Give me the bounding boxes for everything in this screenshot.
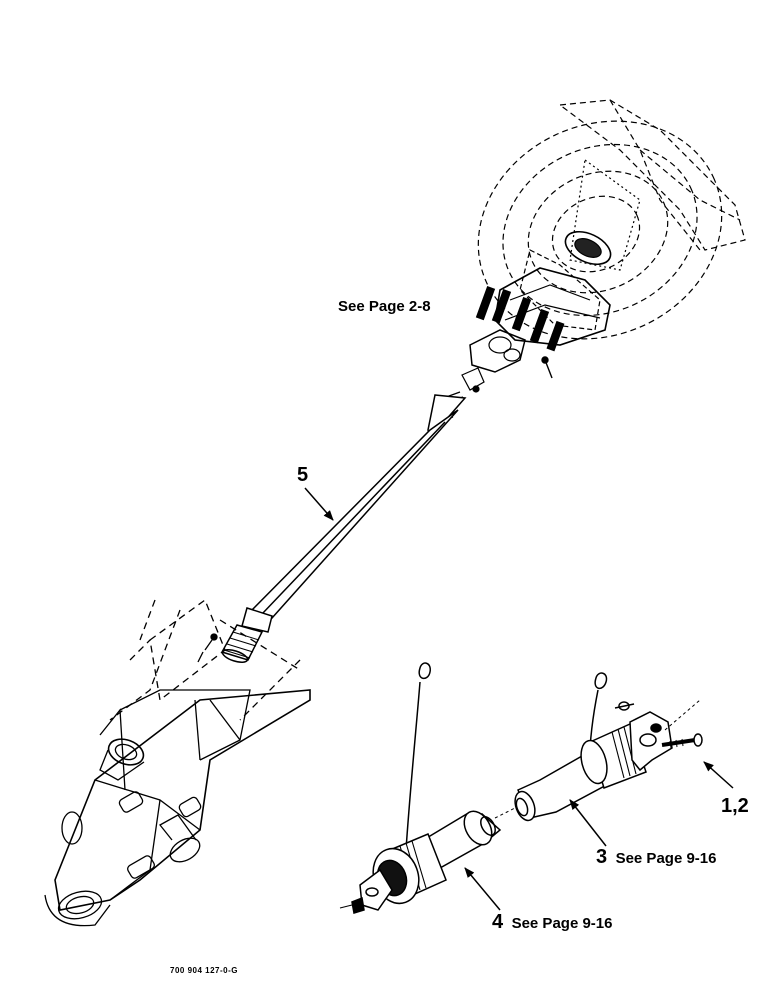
tongue-frame	[44, 598, 311, 927]
callout-item-1-2: 1,2	[721, 795, 749, 817]
pto-half-item-3	[514, 672, 703, 822]
arrow-item-5	[304, 487, 334, 521]
callout-item-4: 4	[492, 911, 504, 933]
arrow-item-4	[464, 867, 501, 911]
figure-code: 700 904 127-0-G	[170, 966, 238, 975]
callout-see-page-2-8: See Page 2-8	[338, 298, 431, 315]
arrow-item-1-2	[703, 761, 734, 789]
callout-item-3-ref: See Page 9-16	[615, 850, 717, 867]
pto-half-item-4	[339, 662, 516, 914]
driveshaft-item-5	[220, 391, 467, 663]
gearbox-disc-assembly	[461, 99, 746, 393]
arrow-item-3	[569, 799, 607, 847]
callout-item-3-group: 3 See Page 9-16	[596, 846, 716, 869]
callout-item-4-ref: See Page 9-16	[511, 915, 613, 932]
callout-item-5: 5	[297, 464, 309, 486]
leader-arrows	[304, 487, 734, 911]
callout-item-4-group: 4 See Page 9-16	[492, 911, 612, 934]
callout-item-3: 3	[596, 846, 608, 868]
